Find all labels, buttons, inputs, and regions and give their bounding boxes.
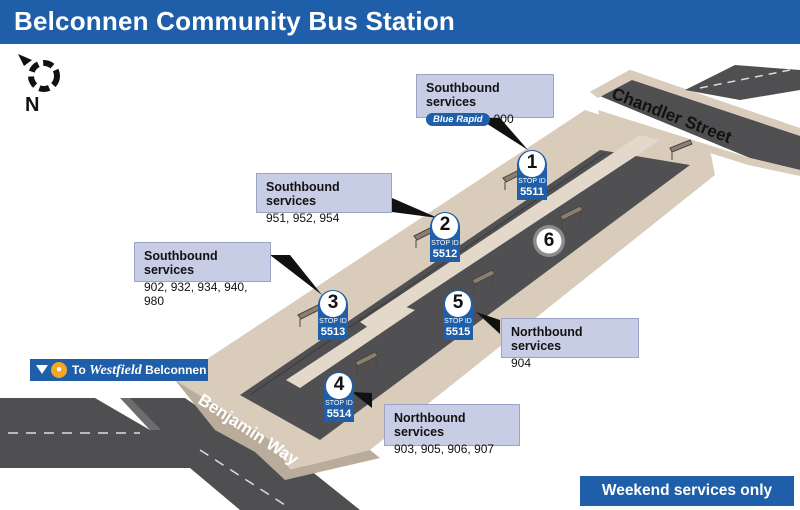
stop-id-label: STOP ID [319,318,347,325]
stop-id: 5514 [326,408,352,420]
stop-marker-4[interactable]: 4 STOP ID 5514 [322,370,356,422]
stop-id: 5512 [432,248,458,260]
chandler-overpass-edge-bottom [598,110,800,176]
island-platform [360,135,660,330]
callout-route-list: 900 [493,112,514,126]
stop-number: 6 [543,230,555,251]
island-platform-2 [286,305,415,388]
compass-icon [18,54,60,92]
shelter-5 [471,269,496,294]
westfield-brand: Westfield [89,363,142,378]
shelter-overpass [669,139,693,160]
stop-id-label: STOP ID [325,400,353,407]
stop-id-label: STOP ID [444,318,472,325]
north-arrow: N [12,50,62,120]
stop-number: 3 [327,292,339,313]
callout-pointer-4 [352,392,372,408]
stop-number: 2 [439,214,451,235]
callout-heading: Northbound services [511,325,583,353]
callout-pointer-5 [476,312,500,334]
stop-pin-icon [324,372,354,422]
westfield-prefix: To [72,363,86,377]
callout-heading: Southbound services [144,249,218,277]
stop-id-label: STOP ID [518,178,546,185]
page-title: Belconnen Community Bus Station [14,6,456,36]
callout-stop-3: Southbound services 902, 932, 934, 940, … [134,242,271,308]
stop-marker-3[interactable]: 3 STOP ID 5513 [316,288,350,340]
stop-pin-icon [430,212,460,262]
stop-id: 5515 [445,326,471,338]
stop-id: 5511 [520,186,544,198]
stop-number: 5 [452,292,464,313]
westfield-direction-sign[interactable]: ● To Westfield Belconnen [30,359,208,381]
shopping-cart-icon: ● [51,362,67,378]
north-label: N [25,94,40,116]
callout-stop-4: Northbound services 903, 905, 906, 907 [384,404,520,456]
blue-rapid-badge: Blue Rapid [426,113,490,126]
down-arrow-icon [36,365,48,374]
stop-number: 1 [526,152,538,173]
stop-marker-1[interactable]: 1 STOP ID 5511 [515,148,549,200]
stop-id: 5513 [320,326,346,338]
callout-stop-5: Northbound services 904 [501,318,639,370]
callout-pointer-2 [392,198,438,218]
stop-circle-icon [533,225,565,257]
callout-heading: Southbound services [266,180,340,208]
callout-pointer-3 [270,255,322,295]
stop-pin-icon [517,150,547,200]
callout-pointer-1 [478,118,528,150]
weekend-services-note: Weekend services only [580,476,794,506]
stop-marker-6[interactable]: 6 [532,224,566,258]
stop-number: 4 [333,374,345,395]
callout-route-list: 903, 905, 906, 907 [394,442,495,456]
shelter-4 [354,351,379,376]
stop-pin-icon [318,290,348,340]
chandler-overpass [590,70,800,170]
callout-stop-2: Southbound services 951, 952, 954 [256,173,392,225]
stop-id-label: STOP ID [431,240,459,247]
westfield-text: To Westfield Belconnen [72,363,206,379]
westfield-suffix: Belconnen [145,363,207,377]
callout-route-list: 902, 932, 934, 940, 980 [144,280,248,308]
callout-route-list: 904 [511,356,532,370]
callout-heading: Southbound services [426,81,500,109]
callout-heading: Northbound services [394,411,466,439]
stop-pin-icon [443,290,473,340]
stop-marker-2[interactable]: 2 STOP ID 5512 [428,210,462,262]
shelter-6 [559,205,584,230]
title-bar: Belconnen Community Bus Station [0,0,800,44]
lower-road [130,398,330,510]
platform-shadow [175,380,380,480]
stop-marker-5[interactable]: 5 STOP ID 5515 [441,288,475,340]
callout-route-list: 951, 952, 954 [266,211,340,225]
lane-marking [699,69,791,89]
